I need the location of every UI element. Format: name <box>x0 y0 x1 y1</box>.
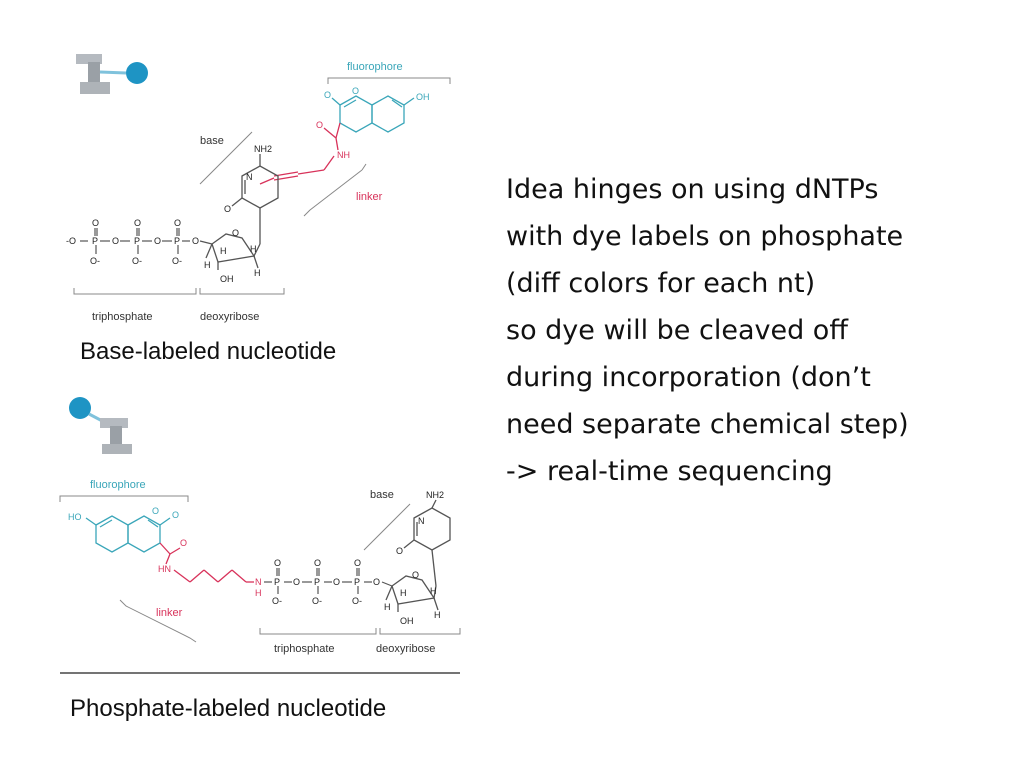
atom-p2-bottom: P <box>314 577 320 587</box>
atom-ominus3-top: O- <box>172 256 182 266</box>
atom-ring-o-bottom: O <box>412 570 419 580</box>
atom-h1-bottom: H <box>400 588 407 598</box>
atom-om2-top: O <box>154 236 161 246</box>
caption-phosphate-labeled: Phosphate-labeled nucleotide <box>70 695 387 722</box>
atom-om1-bottom: O- <box>272 596 282 606</box>
base-labeled-structure: fluorophore O O OH <box>66 54 451 323</box>
base-label-top: base <box>200 135 224 147</box>
atom-hn-bottom: HN <box>158 564 171 574</box>
atom-p3-top: P <box>174 236 180 246</box>
atom-p1-top: P <box>92 236 98 246</box>
atom-h3-bottom: H <box>384 602 391 612</box>
atom-o-ring-bottom: O <box>152 506 159 516</box>
atom-nh-top: NH <box>337 150 350 160</box>
atom-p2-top: P <box>134 236 140 246</box>
atom-o-pyr-bottom: O <box>396 546 403 556</box>
atom-nh2-bottom: NH2 <box>426 490 444 500</box>
atom-h4-bottom: H <box>434 610 441 620</box>
atom-om3-top: O <box>192 236 199 246</box>
atom-oh-bottom: OH <box>400 616 414 626</box>
caption-base-labeled: Base-labeled nucleotide <box>80 338 337 365</box>
atom-oh-top: OH <box>416 92 430 102</box>
atom-nh2-top: NH2 <box>254 144 272 154</box>
atom-p3-bottom: P <box>354 577 360 587</box>
atom-o1-bottom: O <box>293 577 300 587</box>
body-text: Idea hinges on using dNTPs with dye labe… <box>506 166 1006 495</box>
body-line: (diff colors for each nt) <box>506 268 816 299</box>
atom-o-carbonyl-top: O <box>324 90 331 100</box>
atom-p1-bottom: P <box>274 577 280 587</box>
body-line: need separate chemical step) <box>506 409 909 440</box>
atom-h4-top: H <box>254 268 261 278</box>
atom-po2-bottom: O <box>314 558 321 568</box>
atom-h2-top: H <box>250 244 257 254</box>
atom-ominus2-top: O- <box>132 256 142 266</box>
body-line: with dye labels on phosphate <box>506 221 904 252</box>
polymerase-dye-icon <box>76 54 148 94</box>
atom-o3-bottom: O <box>373 577 380 587</box>
atom-po3-bottom: O <box>354 558 361 568</box>
atom-o2-bottom: O <box>333 577 340 587</box>
atom-oh2-top: OH <box>220 274 234 284</box>
dye-polymerase-icon <box>69 397 132 454</box>
atom-h1-top: H <box>220 246 227 256</box>
atom-po1-top: O <box>92 218 99 228</box>
atom-h-bottom: H <box>255 588 262 598</box>
atom-ho-bottom: HO <box>68 512 82 522</box>
triphosphate-label-bottom: triphosphate <box>274 643 335 655</box>
atom-ominus1-top: O- <box>90 256 100 266</box>
atom-o-carbonyl-bottom: O <box>172 510 179 520</box>
deoxyribose-label-top: deoxyribose <box>200 311 259 323</box>
atom-n-top: N <box>246 172 253 182</box>
fluorophore-label-top: fluorophore <box>347 61 403 73</box>
atom-om1-top: O <box>112 236 119 246</box>
atom-n-bottom: N <box>255 577 262 587</box>
atom-n-pyr-bottom: N <box>418 516 425 526</box>
phosphate-labeled-structure: fluorophore HO O O <box>59 397 461 655</box>
deoxyribose-label-bottom: deoxyribose <box>376 643 435 655</box>
base-label-bottom: base <box>370 489 394 501</box>
atom-o-left-top: -O <box>66 236 76 246</box>
triphosphate-label-top: triphosphate <box>92 311 153 323</box>
linker-label-top: linker <box>356 191 383 203</box>
body-line: -> real-time sequencing <box>506 456 833 487</box>
linker-label-bottom: linker <box>156 607 183 619</box>
atom-o-ring-top: O <box>352 86 359 96</box>
body-line: so dye will be cleaved off <box>506 315 848 346</box>
atom-o-amide-top: O <box>316 120 323 130</box>
body-line: during incorporation (don’t <box>506 362 871 393</box>
atom-h3-top: H <box>204 260 211 270</box>
atom-ring-o-top: O <box>232 228 239 238</box>
fluorophore-label-bottom: fluorophore <box>90 479 146 491</box>
atom-om2-bottom: O- <box>312 596 322 606</box>
body-line: Idea hinges on using dNTPs <box>506 174 879 205</box>
atom-po3-top: O <box>174 218 181 228</box>
atom-o-amide-bottom: O <box>180 538 187 548</box>
nucleotide-diagram: fluorophore O O OH <box>59 54 461 674</box>
atom-h2-bottom: H <box>430 586 437 596</box>
atom-o-pyr-top: O <box>224 204 231 214</box>
atom-po1-bottom: O <box>274 558 281 568</box>
atom-po2-top: O <box>134 218 141 228</box>
atom-om3-bottom: O- <box>352 596 362 606</box>
